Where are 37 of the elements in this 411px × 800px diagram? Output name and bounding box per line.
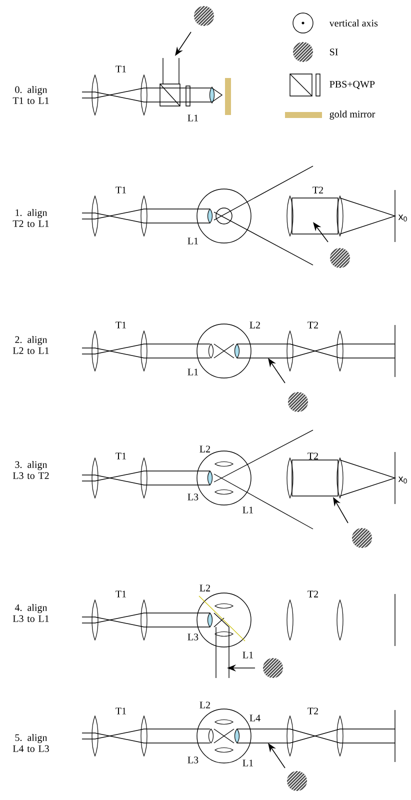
focus-label: x$_{0}$ [398, 476, 407, 484]
part-label: L3 [188, 756, 198, 764]
part-label: L1 [188, 368, 198, 376]
step-caption: 3. align L3 to T2 [12, 460, 49, 480]
part-label: L1 [242, 506, 253, 514]
legend-text: gold mirror [330, 110, 376, 120]
step-caption: 1. align T2 to L1 [12, 208, 49, 228]
part-label: L4 [250, 714, 260, 722]
part-label: T1 [116, 452, 126, 460]
legend-text: SI [330, 48, 338, 56]
part-label: L1 [242, 652, 253, 658]
part-label: L1 [188, 238, 198, 244]
part-label: L2 [250, 322, 260, 328]
part-label: L3 [188, 634, 198, 640]
part-label: L1 [188, 114, 198, 122]
step-caption: 0. align T1 to L1 [12, 86, 49, 104]
part-label: T2 [308, 452, 318, 460]
part-label: T2 [308, 322, 318, 328]
part-label: T1 [116, 186, 126, 194]
part-label: L2 [200, 446, 210, 452]
part-label: T2 [308, 708, 318, 714]
part-label: T2 [312, 186, 323, 194]
legend-text: vertical axis [329, 19, 378, 27]
step-caption: 4. align L3 to L1 [12, 604, 49, 622]
legend-text: PBS+QWP [330, 80, 375, 90]
part-label: T1 [116, 322, 126, 328]
part-label: L2 [200, 702, 210, 708]
part-label: T1 [116, 66, 126, 72]
part-label: L3 [188, 494, 198, 500]
part-label: T1 [116, 590, 126, 598]
step-caption: 2. align L2 to L1 [12, 336, 49, 354]
focus-label: x$_{0}$ [398, 214, 407, 222]
part-label: L2 [200, 584, 210, 592]
step-caption: 5. align L4 to L3 [12, 734, 49, 752]
part-label: T1 [116, 708, 126, 714]
part-label: L1 [242, 760, 253, 766]
part-label: T2 [308, 590, 318, 598]
